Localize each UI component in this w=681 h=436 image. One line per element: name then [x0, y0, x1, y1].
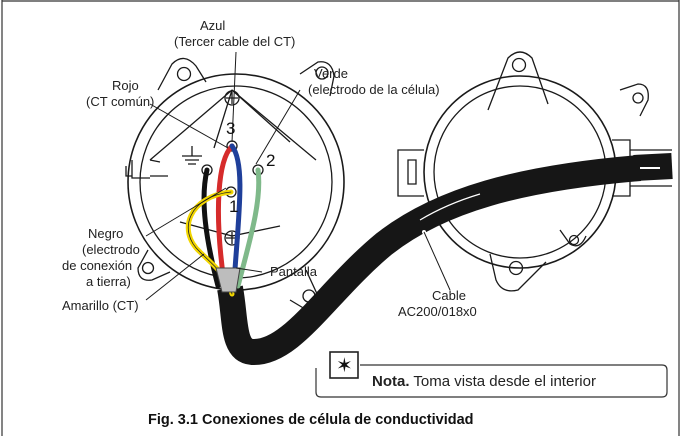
label-negro-1: Negro — [88, 226, 123, 241]
note-box: ✶ Nota. Toma vista desde el interior — [315, 351, 668, 398]
board-line-1 — [213, 89, 233, 149]
blue-wire — [229, 143, 243, 287]
figure-caption: Fig. 3.1 Conexiones de célula de conduct… — [148, 412, 474, 428]
left-ear-hole-top — [176, 66, 192, 82]
left-ear-top — [157, 57, 207, 91]
leader-amarillo — [145, 253, 205, 301]
terminal-number-3: 3 — [226, 119, 235, 138]
ground-symbol-icon — [182, 146, 202, 165]
right-ear-hole-right — [632, 92, 644, 104]
star-icon: ✶ — [336, 353, 353, 377]
left-side-boss-lines — [149, 159, 168, 177]
note-icon-box — [329, 351, 359, 379]
leader-cable — [423, 231, 451, 291]
label-cable-2: AC200/018x0 — [398, 304, 477, 319]
note-body: Toma vista desde el interior — [410, 373, 596, 390]
label-verde-sub: (electrodo de la célula) — [308, 82, 440, 97]
right-gland-lines — [630, 149, 672, 187]
label-rojo-sub: (CT común) — [86, 94, 154, 109]
right-left-tab — [397, 149, 424, 197]
terminal-number-2: 2 — [266, 151, 275, 170]
screen-sleeve — [215, 267, 241, 293]
terminal-number-1: 1 — [229, 197, 238, 216]
wires — [185, 143, 262, 297]
label-negro-3: de conexión — [62, 258, 132, 273]
label-negro-2: (electrodo — [82, 242, 140, 257]
top-screw — [224, 90, 240, 106]
right-ear-hole-bottom-right — [568, 234, 580, 246]
note-text: Nota. Toma vista desde el interior — [372, 373, 596, 390]
label-pantalla: Pantalla — [270, 264, 318, 279]
board-line-3 — [149, 89, 233, 161]
label-amarillo: Amarillo (CT) — [62, 298, 139, 313]
label-verde: Verde — [314, 66, 348, 81]
leader-azul — [231, 51, 237, 143]
right-ear-top — [487, 51, 549, 111]
right-left-tab-slot — [407, 159, 417, 185]
right-ear-hole-top — [511, 57, 527, 73]
leader-verde — [255, 89, 301, 165]
left-side-boss — [125, 160, 150, 179]
black-wire — [201, 167, 221, 289]
leader-rojo — [149, 103, 229, 149]
label-cable-1: Cable — [432, 288, 466, 303]
right-ear-bottom-right — [559, 229, 587, 247]
note-bold: Nota. — [372, 373, 410, 390]
label-negro-4: a tierra) — [86, 274, 131, 289]
cable-sheen — [419, 193, 481, 221]
board-line-4 — [231, 89, 317, 161]
right-ear-right — [619, 83, 649, 117]
leader-pantalla — [235, 267, 263, 273]
green-wire — [235, 167, 262, 289]
left-ear-top-right — [299, 61, 335, 97]
label-azul-sub: (Tercer cable del CT) — [174, 34, 295, 49]
cable-ac200 — [217, 155, 642, 365]
label-rojo: Rojo — [112, 78, 139, 93]
left-ear-hole-bottom-left — [141, 261, 155, 275]
leader-lines — [145, 51, 451, 301]
leader-negro — [145, 187, 227, 237]
note-box-border — [315, 364, 668, 398]
left-ear-bottom-left — [137, 249, 171, 281]
right-ear-bottom — [489, 253, 547, 292]
top-screw-slot — [226, 92, 238, 104]
left-ear-hole-top-right — [315, 66, 329, 80]
label-azul: Azul — [200, 18, 225, 33]
